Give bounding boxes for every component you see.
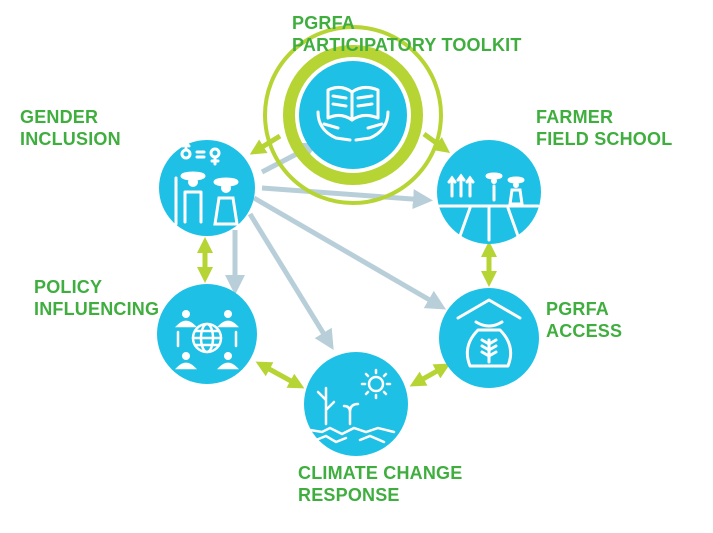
label-gender-line1: GENDER: [20, 107, 99, 127]
node-climate: [304, 352, 408, 456]
node-access: [439, 288, 539, 388]
label-toolkit-line1: PGRFA: [292, 13, 356, 33]
gender-circle: [159, 140, 255, 236]
label-toolkit: PGRFA PARTICIPATORY TOOLKIT: [292, 12, 522, 56]
label-gender-line2: INCLUSION: [20, 129, 121, 149]
toolkit-outer-ring: [263, 25, 443, 205]
toolkit-thick-ring: [283, 45, 423, 185]
label-ffs-line2: FIELD SCHOOL: [536, 129, 673, 149]
arrow-gender-to-ffs: [261, 185, 433, 210]
arrow-access-climate: [409, 363, 451, 387]
access-circle: [439, 288, 539, 388]
label-policy-line1: POLICY: [34, 277, 103, 297]
label-access-line1: PGRFA: [546, 299, 610, 319]
label-toolkit-line2: PARTICIPATORY TOOLKIT: [292, 35, 522, 55]
seed-bag-icon: [456, 298, 522, 368]
book-in-hands-icon: [316, 85, 390, 142]
globe-network-icon: [174, 310, 240, 370]
policy-circle: [157, 284, 257, 384]
ffs-circle: [437, 140, 541, 244]
node-ffs: [437, 140, 541, 244]
label-ffs: FARMER FIELD SCHOOL: [536, 106, 672, 150]
gender-farmers-icon: [174, 141, 239, 226]
label-gender: GENDER INCLUSION: [20, 106, 121, 150]
arrow-gender-to-climate: [247, 212, 334, 350]
label-climate-line1: CLIMATE CHANGE: [298, 463, 463, 483]
label-policy-line2: INFLUENCING: [34, 299, 160, 319]
node-policy: [157, 284, 257, 384]
label-ffs-line1: FARMER: [536, 107, 614, 127]
label-climate-line2: RESPONSE: [298, 485, 400, 505]
label-access: PGRFA ACCESS: [546, 298, 622, 342]
label-policy: POLICY INFLUENCING: [34, 276, 159, 320]
label-access-line2: ACCESS: [546, 321, 623, 341]
arrow-climate-policy: [255, 361, 305, 389]
node-gender: [159, 140, 255, 236]
node-toolkit: [263, 25, 443, 205]
arrow-toolkit-gender: [249, 133, 282, 155]
sun-sprout-icon: [308, 368, 396, 444]
field-farmers-icon: [438, 172, 540, 242]
arrow-gender-to-access: [252, 195, 447, 310]
label-climate: CLIMATE CHANGE RESPONSE: [298, 462, 462, 506]
